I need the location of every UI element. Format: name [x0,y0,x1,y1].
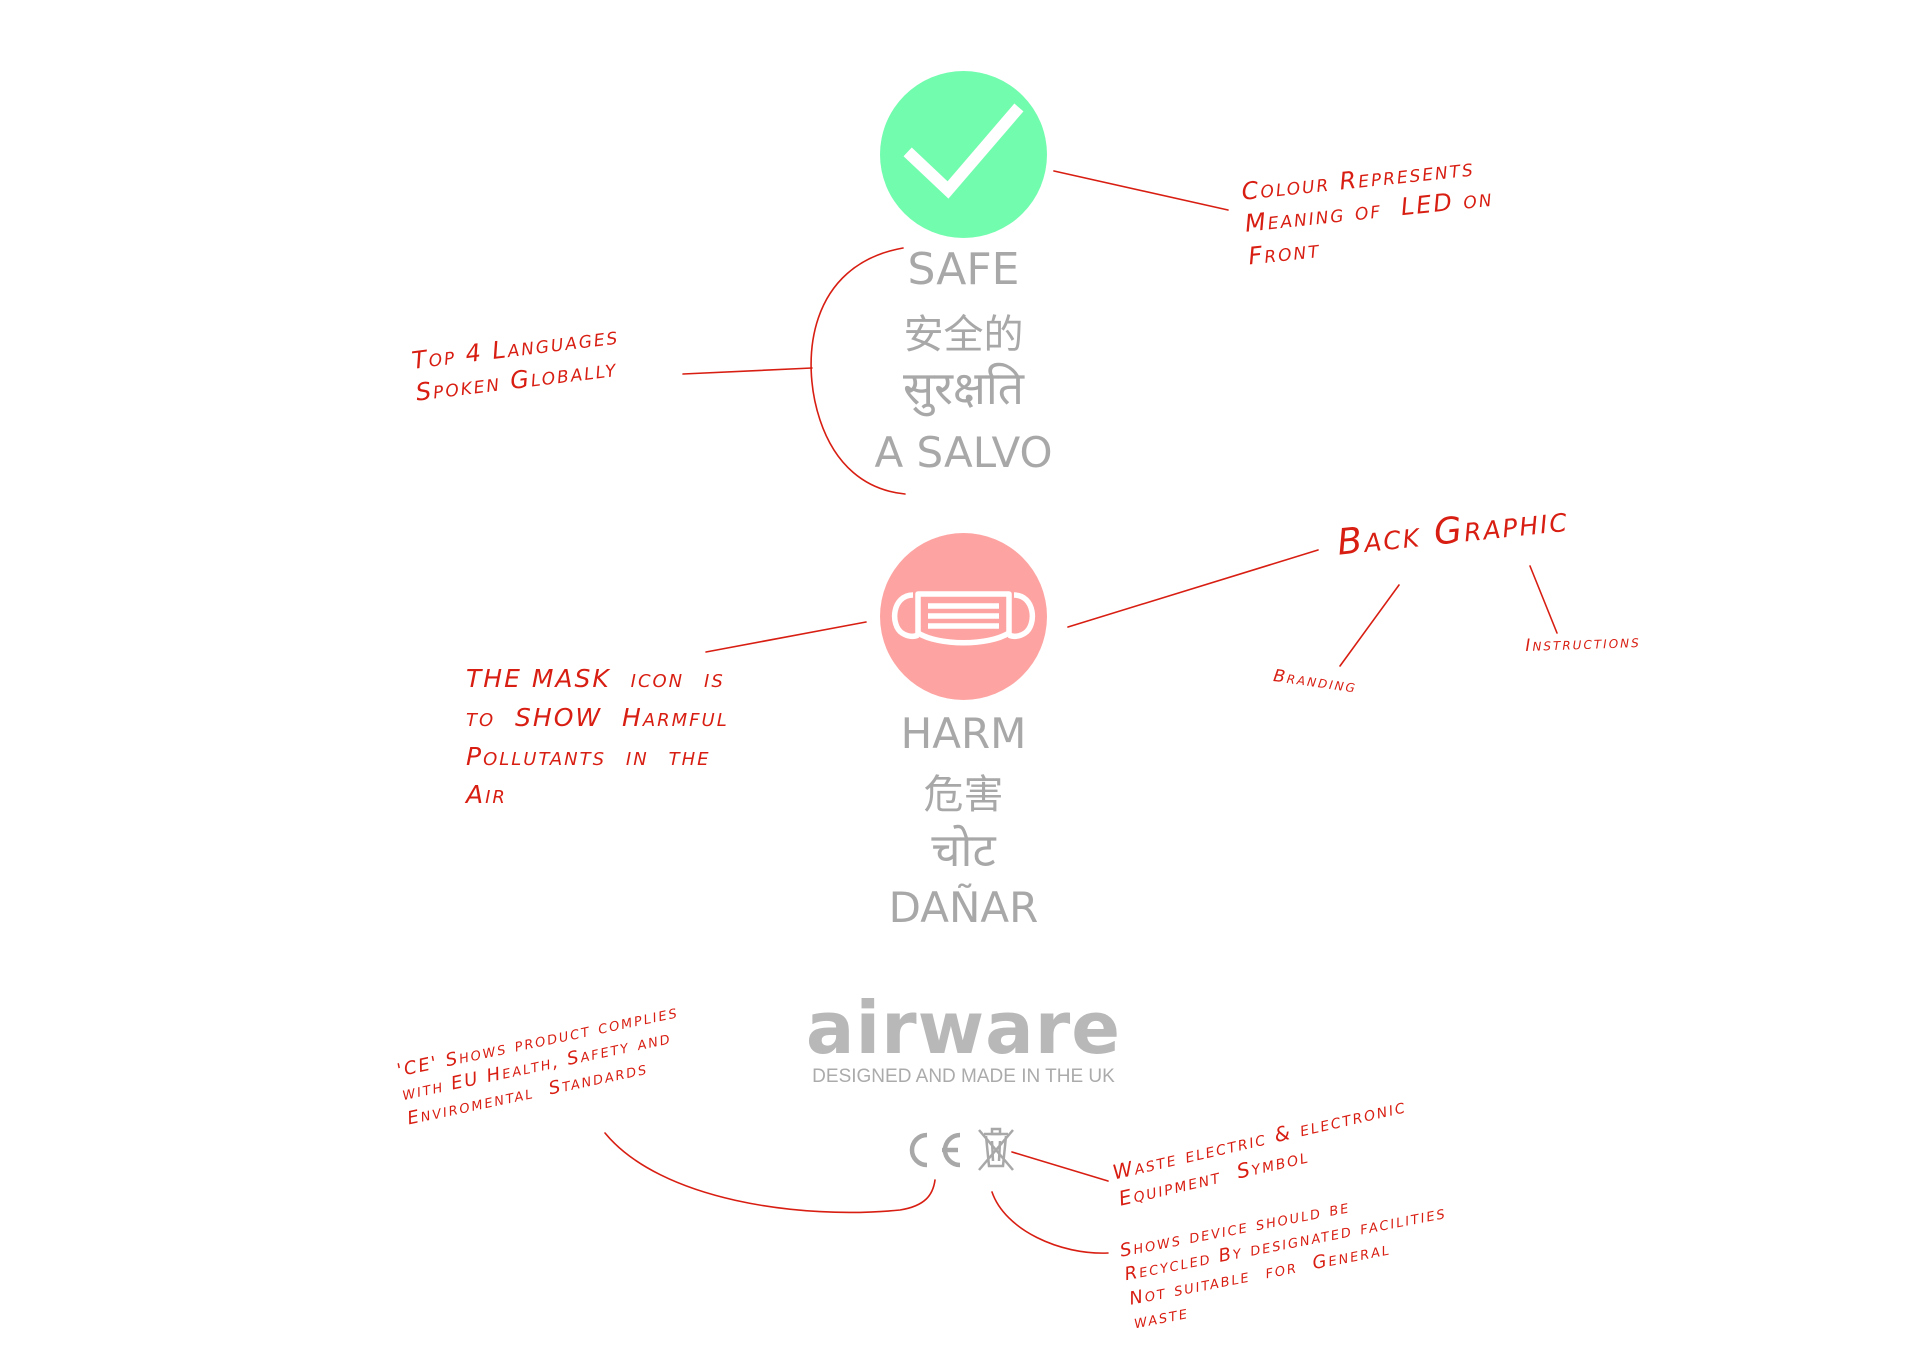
languages-connector [682,367,813,375]
weee-connector [1011,1151,1109,1182]
harm-word-chinese: 危害 [923,772,1004,818]
mask-connector [705,621,867,653]
airware-logo: airware [805,986,1122,1070]
colour-connector [1053,170,1229,211]
note-instructions: Instructions [1525,631,1642,656]
harm-word-english: HARM [900,709,1027,758]
harm-word-spanish: DAÑAR [888,883,1039,932]
safe-word-english: SAFE [907,244,1020,295]
brand-tagline: DESIGNED AND MADE IN THE UK [812,1066,1115,1087]
instructions-connector [1529,565,1558,634]
safe-word-chinese: 安全的 [903,312,1024,358]
crossed-out-bin-icon [978,1127,1014,1171]
languages-bracket [810,247,906,495]
checkmark-icon [903,103,1024,199]
note-mask-icon: THE MASK icon is to SHOW Harmful Polluta… [466,664,729,810]
safe-indicator [880,71,1047,238]
ce-mark-icon [909,1132,961,1168]
safe-word-hindi: सुरक्षति [902,361,1025,415]
harm-indicator [880,533,1047,700]
branding-connector [1339,584,1400,667]
harm-word-hindi: चोट [931,823,996,877]
recycle-connector [991,1191,1109,1254]
face-mask-icon [891,591,1036,646]
ce-connector [604,1132,936,1214]
safe-word-spanish: A SALVO [874,428,1053,477]
back-graphic-connector [1067,549,1319,628]
